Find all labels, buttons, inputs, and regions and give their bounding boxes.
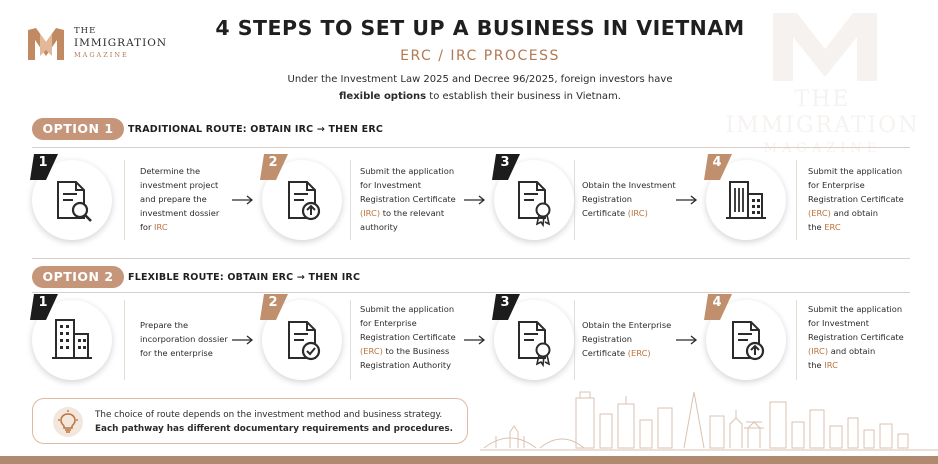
option1-step3-text: Obtain the Investment Registration Certi… [582,180,676,218]
option2-step2-text: Submit the application for Enterprise Re… [360,304,456,370]
watermark-monogram-icon [773,13,877,81]
building-icon [726,181,766,219]
option2-step4-text: Submit the application for Investment Re… [808,304,904,370]
page-subtitle: ERC / IRC PROCESS [400,48,560,64]
intro-line2: flexible options to establish their busi… [250,88,710,105]
option1-step1-badge: 1 [30,152,60,182]
option1-step3-separator [574,160,575,240]
brand-logo: THE IMMIGRATION MAGAZINE [26,24,176,64]
option2-step2-badge: 2 [260,292,290,322]
option2-step1-text: Prepare the incorporation dossier for th… [140,320,228,358]
document-upload-icon [288,181,321,221]
option1-step4-separator [796,160,797,240]
arrow-right-icon [232,195,254,205]
option1-step2-badge: 2 [260,152,290,182]
note-line1: The choice of route depends on the inves… [95,410,443,420]
monogram-logo-icon [28,28,64,60]
option2-step1-badge: 1 [30,292,60,322]
intro-rest: to establish their business in Vietnam. [426,91,621,102]
option1-step1-text: Determine the investment project and pre… [140,166,220,232]
arrow-right-icon [464,335,486,345]
option1-step2-separator [350,160,351,240]
option1-step4-text: Submit the application for Enterprise Re… [808,166,904,232]
document-check-icon [288,321,321,361]
intro-bold: flexible options [339,91,427,102]
certificate-icon [518,181,551,228]
option2-step2-separator [350,300,351,380]
section-divider [32,258,910,259]
logo-line1: THE [74,26,97,36]
option2-step4-badge: 4 [704,292,734,322]
building-icon [52,319,92,359]
bottom-bar [0,456,938,464]
option2-step4-separator [796,300,797,380]
option1-step2-text: Submit the application for Investment Re… [360,166,456,232]
option1-pill: OPTION 1 [32,118,124,140]
option1-divider [32,147,910,148]
option2-step3-separator [574,300,575,380]
option2-divider [32,292,910,293]
intro-text: Under the Investment Law 2025 and Decree… [250,71,710,105]
option1-step4-badge: 4 [704,152,734,182]
option1-step3-badge: 3 [492,152,522,182]
city-skyline-illustration [480,391,938,451]
option2-step1-separator [124,300,125,380]
certificate-icon [518,321,551,368]
watermark-line3: MAGAZINE [763,141,882,156]
note-text: The choice of route depends on the inves… [95,408,465,436]
option2-step3-text: Obtain the Enterprise Registration Certi… [582,320,672,358]
note-box: The choice of route depends on the inves… [32,398,468,444]
document-search-icon [57,181,92,222]
arrow-right-icon [232,335,254,345]
watermark-line2: IMMIGRATION [725,113,920,138]
arrow-right-icon [676,195,698,205]
watermark-line1: THE [794,87,851,112]
option2-step3-badge: 3 [492,292,522,322]
arrow-right-icon [464,195,486,205]
lightbulb-icon [53,407,83,437]
option2-pill: OPTION 2 [32,266,124,288]
option1-route: TRADITIONAL ROUTE: OBTAIN IRC → THEN ERC [128,124,384,135]
logo-line2: IMMIGRATION [74,37,168,49]
option2-route: FLEXIBLE ROUTE: OBTAIN ERC → THEN IRC [128,272,361,283]
note-line2: Each pathway has different documentary r… [95,424,453,434]
logo-line3: MAGAZINE [74,51,129,59]
document-upload-icon [732,321,765,361]
watermark-logo: THE IMMIGRATION MAGAZINE [710,5,935,165]
intro-line1: Under the Investment Law 2025 and Decree… [287,74,673,85]
logo-text: THE IMMIGRATION MAGAZINE [74,26,184,60]
arrow-right-icon [676,335,698,345]
page-title: 4 STEPS TO SET UP A BUSINESS IN VIETNAM [215,16,745,40]
option1-step1-separator [124,160,125,240]
